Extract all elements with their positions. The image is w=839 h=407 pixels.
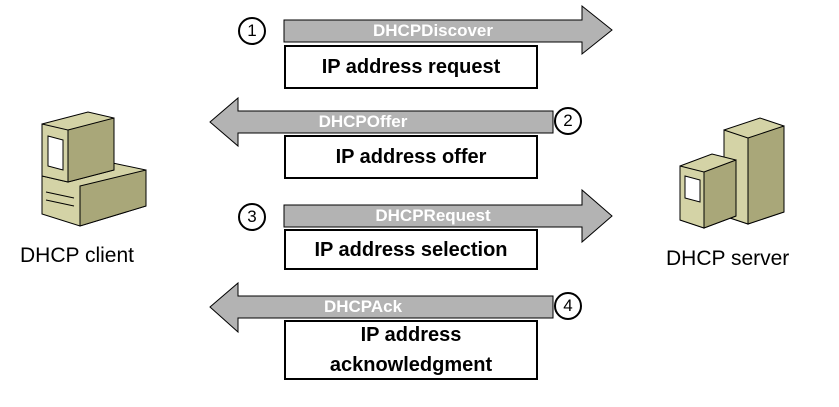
message-label-dhcpdiscover: DHCPDiscover [373,21,493,40]
client-label: DHCP client [20,244,134,267]
step-number-4: 4 [554,292,582,320]
client-computer-icon [41,111,147,227]
arrow-dhcprequest [283,188,613,244]
server-label: DHCP server [666,247,790,270]
arrow-dhcpoffer [209,96,554,148]
step-number-1: 1 [238,17,266,45]
arrow-dhcpack [209,281,554,334]
step-number-3: 3 [238,203,266,231]
message-label-dhcpack: DHCPAck [323,297,403,316]
message-label-dhcpoffer: DHCPOffer [318,112,408,131]
description-box-request: IP address request [284,45,538,89]
description-box-acknowledgment: IP address acknowledgment [284,320,538,380]
message-label-dhcprequest: DHCPRequest [375,206,491,225]
arrow-dhcpdiscover [283,4,613,56]
step-number-2: 2 [554,107,582,135]
description-box-selection: IP address selection [284,229,538,270]
description-box-offer: IP address offer [284,135,538,179]
server-computer-icon [679,117,785,229]
